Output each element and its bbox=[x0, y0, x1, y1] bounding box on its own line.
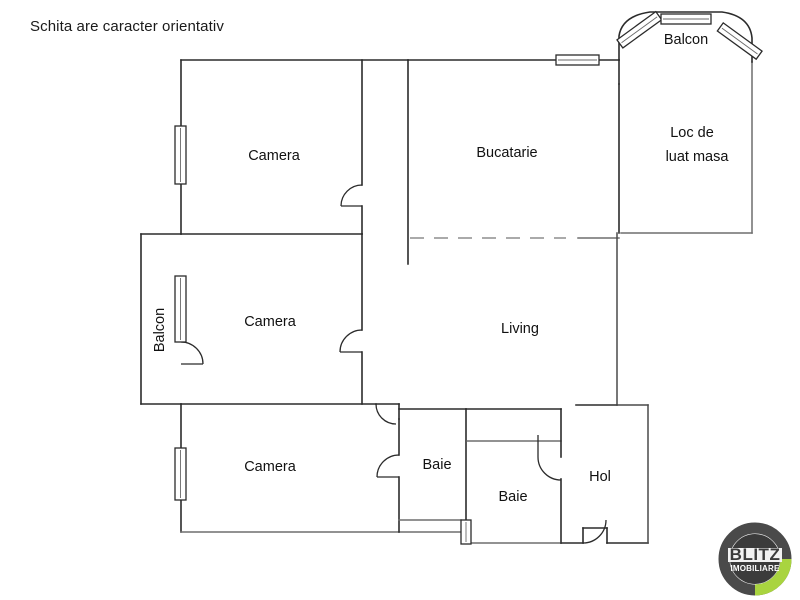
room-label-loc-de-luat-masa-line1: Loc de bbox=[670, 125, 714, 141]
door-arc-balcon-left bbox=[180, 341, 204, 365]
door-arc-baie-right bbox=[537, 456, 562, 481]
room-label-camera-bottom-left: Camera bbox=[244, 459, 297, 475]
logo-ring-accent bbox=[754, 558, 792, 596]
room-label-living: Living bbox=[501, 321, 539, 337]
top-balcony bbox=[618, 11, 753, 63]
windows bbox=[174, 10, 763, 545]
kitchen-dining-walls bbox=[407, 59, 753, 265]
logo-name-top: BLITZ bbox=[730, 545, 781, 564]
logo-name-plate bbox=[728, 548, 782, 562]
door-arc-camera-mid bbox=[339, 329, 363, 353]
window-balcony-left-mullion bbox=[621, 16, 658, 44]
door-arc-camera-bottom bbox=[376, 454, 400, 478]
balcony-curved-outline bbox=[618, 11, 753, 63]
page-title: Schita are caracter orientativ bbox=[30, 18, 224, 35]
room-label-balcon-top: Balcon bbox=[664, 32, 708, 48]
doors bbox=[180, 184, 607, 544]
exterior-walls bbox=[140, 59, 620, 533]
window-balcony-left bbox=[616, 10, 663, 49]
room-label-bucatarie: Bucatarie bbox=[476, 145, 537, 161]
living-hol-baie-walls bbox=[398, 232, 649, 544]
room-label-camera-top-left: Camera bbox=[248, 148, 301, 164]
room-label-loc-de-luat-masa-line2: luat masa bbox=[666, 149, 730, 165]
window-balcony-right-mullion bbox=[721, 27, 758, 55]
door-arc-living-passage bbox=[375, 403, 397, 425]
room-label-camera-mid-left: Camera bbox=[244, 314, 297, 330]
room-label-baie-right: Baie bbox=[498, 489, 527, 505]
door-arc-entrance bbox=[582, 519, 607, 544]
room-label-hol: Hol bbox=[589, 469, 611, 485]
room-labels: Camera Camera Camera Balcon Bucatarie Ba… bbox=[152, 32, 730, 505]
logo-name-bottom: IMOBILIARE bbox=[730, 564, 780, 573]
brand-logo: BLITZ IMOBILIARE bbox=[718, 522, 792, 596]
room-label-balcon-left: Balcon bbox=[152, 308, 168, 352]
window-balcony-right bbox=[716, 21, 763, 61]
door-arc-camera-top bbox=[340, 184, 363, 207]
brand-logo-mark: BLITZ IMOBILIARE bbox=[718, 522, 792, 596]
room-label-baie-left: Baie bbox=[422, 457, 451, 473]
